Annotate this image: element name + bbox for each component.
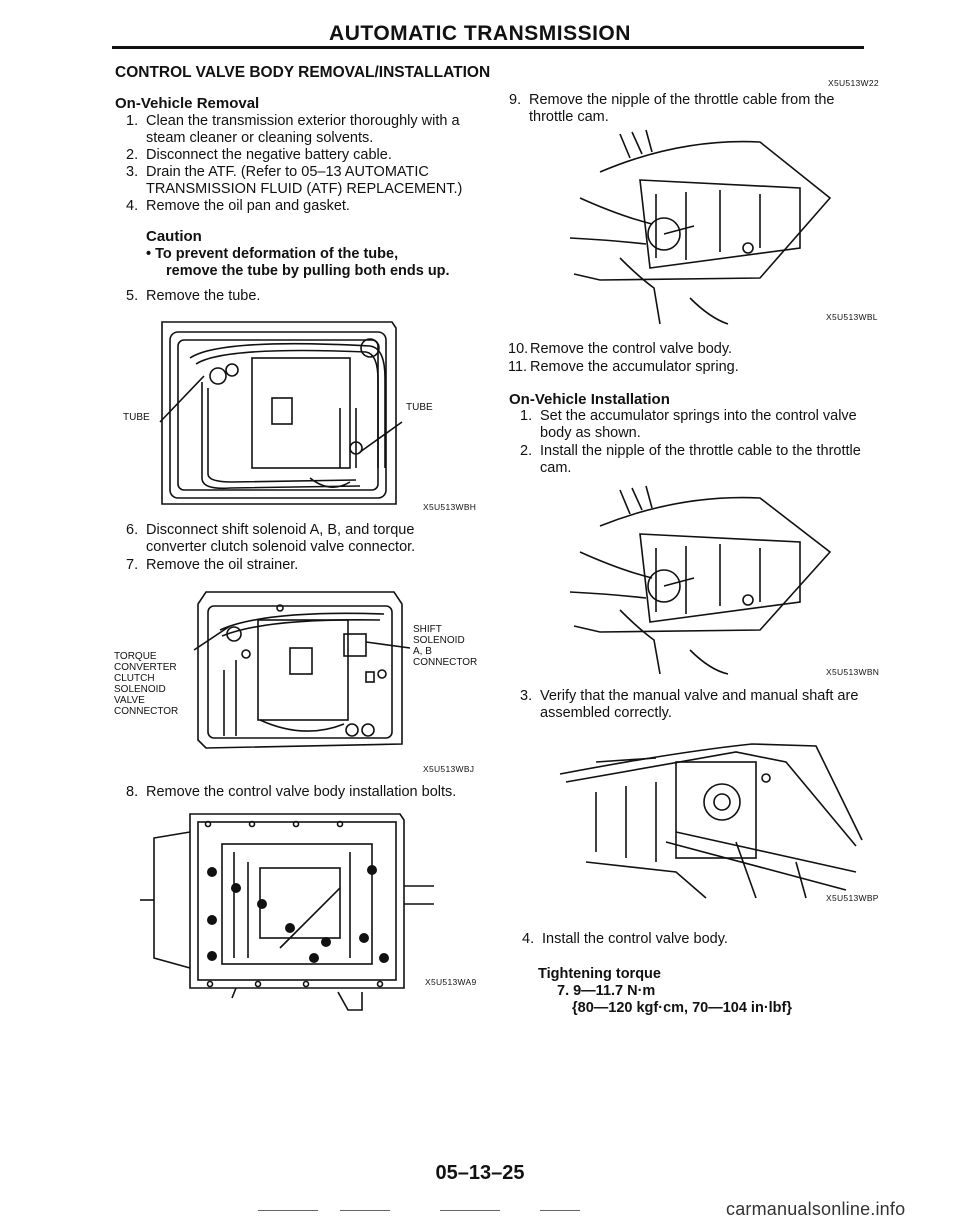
page-header-title: AUTOMATIC TRANSMISSION — [329, 22, 631, 45]
scan-line — [258, 1210, 318, 1211]
fig6-code: X5U513WBP — [826, 893, 879, 903]
throttle-cable-removal-diagram — [569, 129, 832, 325]
step-8: 8.Remove the control valve body installa… — [126, 784, 457, 800]
fig1-code: X5U513WBH — [423, 502, 477, 512]
fig5-code: X5U513WBN — [826, 667, 880, 677]
caution-line-2: remove the tube by pulling both ends up. — [166, 263, 450, 279]
step-6: 6.Disconnect shift solenoid A, B, and to… — [126, 522, 416, 555]
right-top-code: X5U513W22 — [828, 78, 879, 88]
fig2-label-right: SHIFT SOLENOID A, B CONNECTOR — [413, 624, 478, 668]
install-step-1: 1.Set the accumulator springs into the c… — [520, 408, 857, 441]
step-1: 1.Clean the transmission exterior thorou… — [126, 113, 460, 146]
step-9: 9.Remove the nipple of the throttle cabl… — [509, 92, 835, 125]
fig1-label-tube-right: TUBE — [406, 402, 433, 413]
step-3: 3.Drain the ATF. (Refer to 05–13 AUTOMAT… — [126, 164, 463, 197]
fig2-code: X5U513WBJ — [423, 764, 475, 774]
header-rule — [112, 46, 864, 49]
connector-diagram — [193, 591, 411, 749]
fig2-label-left: TORQUE CONVERTER CLUTCH SOLENOID VALVE C… — [114, 651, 179, 717]
installation-heading: On-Vehicle Installation — [509, 391, 670, 408]
torque-heading: Tightening torque — [538, 966, 661, 982]
scan-line — [440, 1210, 500, 1211]
torque-value-nm: 7. 9—11.7 N·m — [557, 983, 656, 999]
removal-steps: 1.Clean the transmission exterior thorou… — [126, 113, 486, 215]
step-11: 11.Remove the accumulator spring. — [508, 359, 739, 375]
install-step-4: 4.Install the control valve body. — [522, 931, 728, 947]
torque-value-alt: {80—120 kgf·cm, 70—104 in·lbf} — [572, 1000, 793, 1016]
caution-heading: Caution — [146, 228, 202, 245]
fig3-code: X5U513WA9 — [425, 977, 477, 987]
caution-line-1: • To prevent deformation of the tube, — [146, 246, 399, 262]
install-step-2: 2.Install the nipple of the throttle cab… — [520, 443, 861, 476]
step-10: 10.Remove the control valve body. — [508, 341, 733, 357]
section-title: CONTROL VALVE BODY REMOVAL/INSTALLATION — [115, 64, 491, 81]
install-step-3: 3.Verify that the manual valve and manua… — [520, 688, 859, 721]
manual-valve-shaft-diagram — [559, 743, 863, 899]
scan-line — [340, 1210, 390, 1211]
step-5: 5.Remove the tube. — [126, 288, 261, 304]
scan-line — [540, 1210, 580, 1211]
tube-diagram — [159, 321, 403, 505]
step-2: 2.Disconnect the negative battery cable. — [126, 147, 392, 163]
fig1-label-tube-left: TUBE — [123, 412, 150, 423]
page-number: 05–13–25 — [435, 1162, 525, 1184]
step-4: 4.Remove the oil pan and gasket. — [126, 198, 350, 214]
watermark-text: carmanualsonline.info — [726, 1199, 906, 1219]
throttle-cable-install-diagram — [569, 485, 832, 675]
removal-heading: On-Vehicle Removal — [115, 95, 260, 112]
fig4-code: X5U513WBL — [826, 312, 878, 322]
valve-body-bolts-diagram — [140, 813, 434, 1011]
step-7: 7.Remove the oil strainer. — [126, 557, 299, 573]
